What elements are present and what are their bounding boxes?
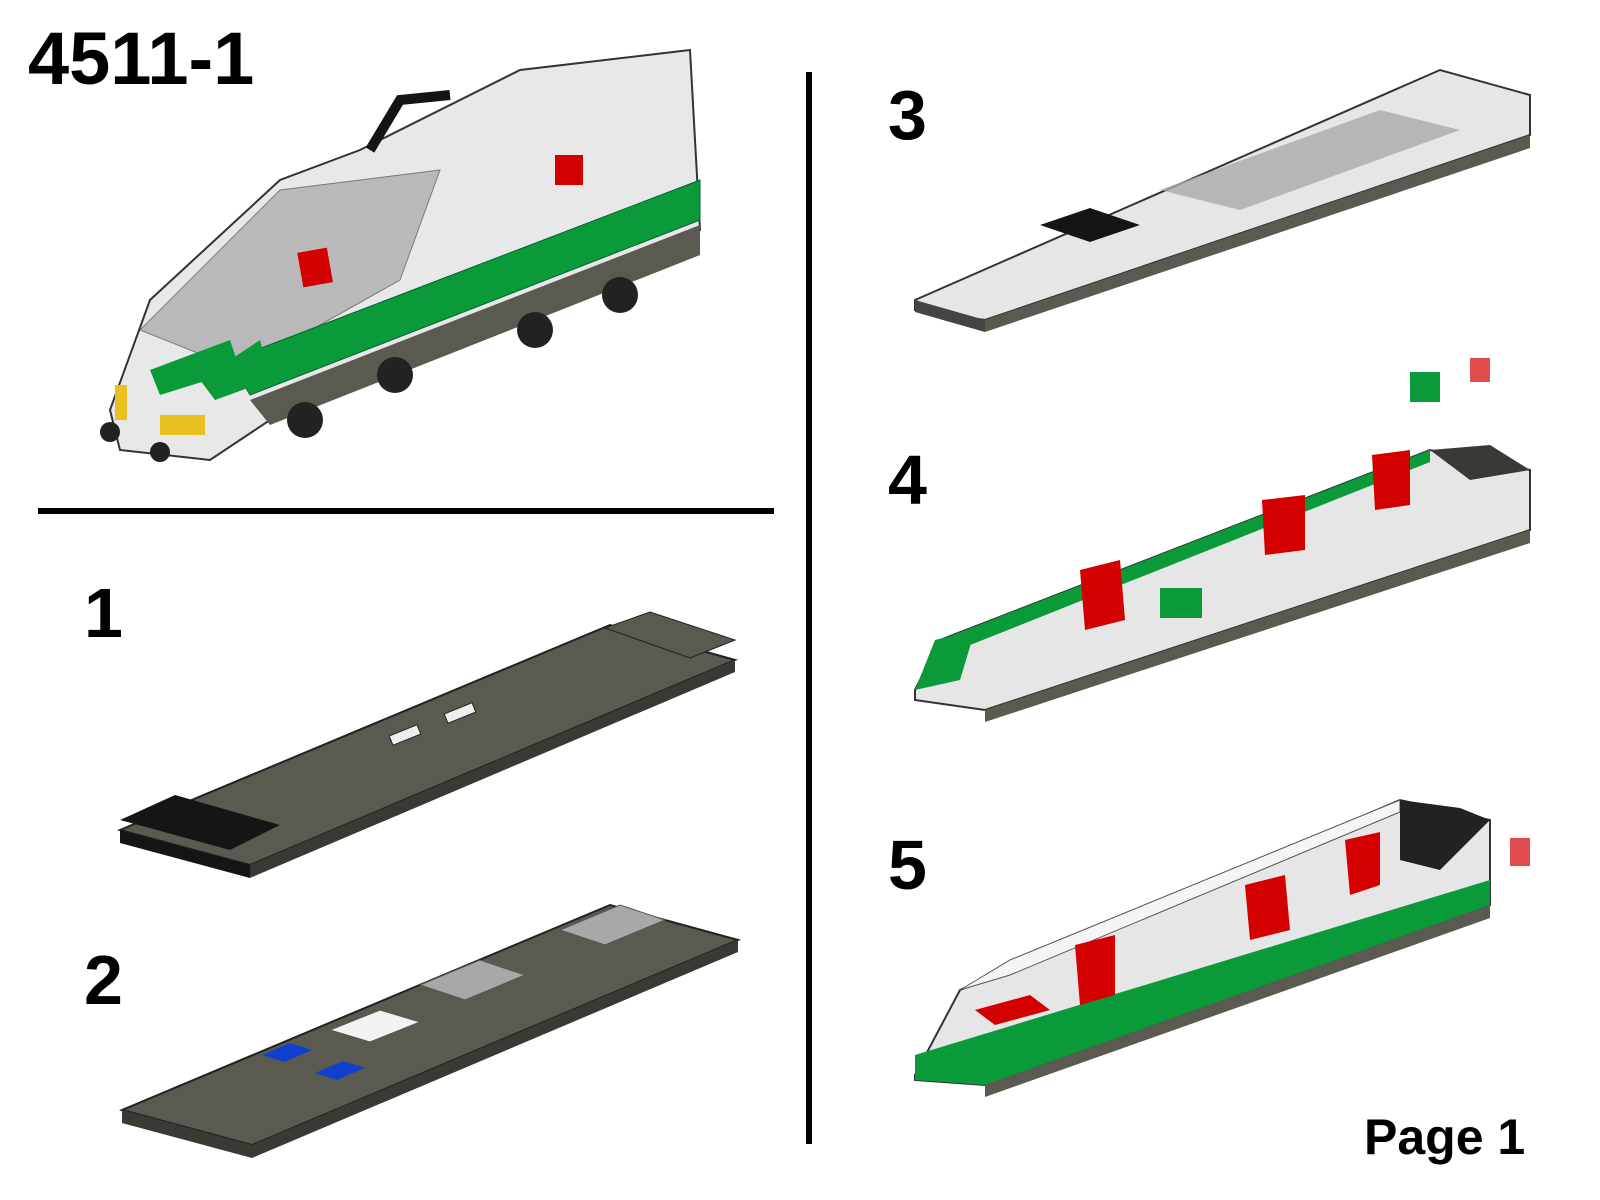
page-number: Page 1: [1364, 1109, 1526, 1165]
finished-train-model: [100, 48, 702, 462]
step-number-4: 4: [888, 441, 927, 519]
set-number-title: 4511-1: [28, 17, 255, 100]
step-5-illustration: [914, 798, 1530, 1097]
vertical-divider: [806, 72, 812, 1144]
step-2-illustration: [118, 903, 742, 1158]
step-number-2: 2: [84, 941, 123, 1019]
horizontal-divider: [38, 508, 774, 514]
step-4-illustration: [914, 358, 1531, 722]
step-3-illustration: [914, 68, 1531, 332]
step-number-3: 3: [888, 76, 927, 154]
step-1-illustration: [116, 611, 739, 878]
step-number-5: 5: [888, 826, 927, 904]
step-number-1: 1: [84, 574, 123, 652]
